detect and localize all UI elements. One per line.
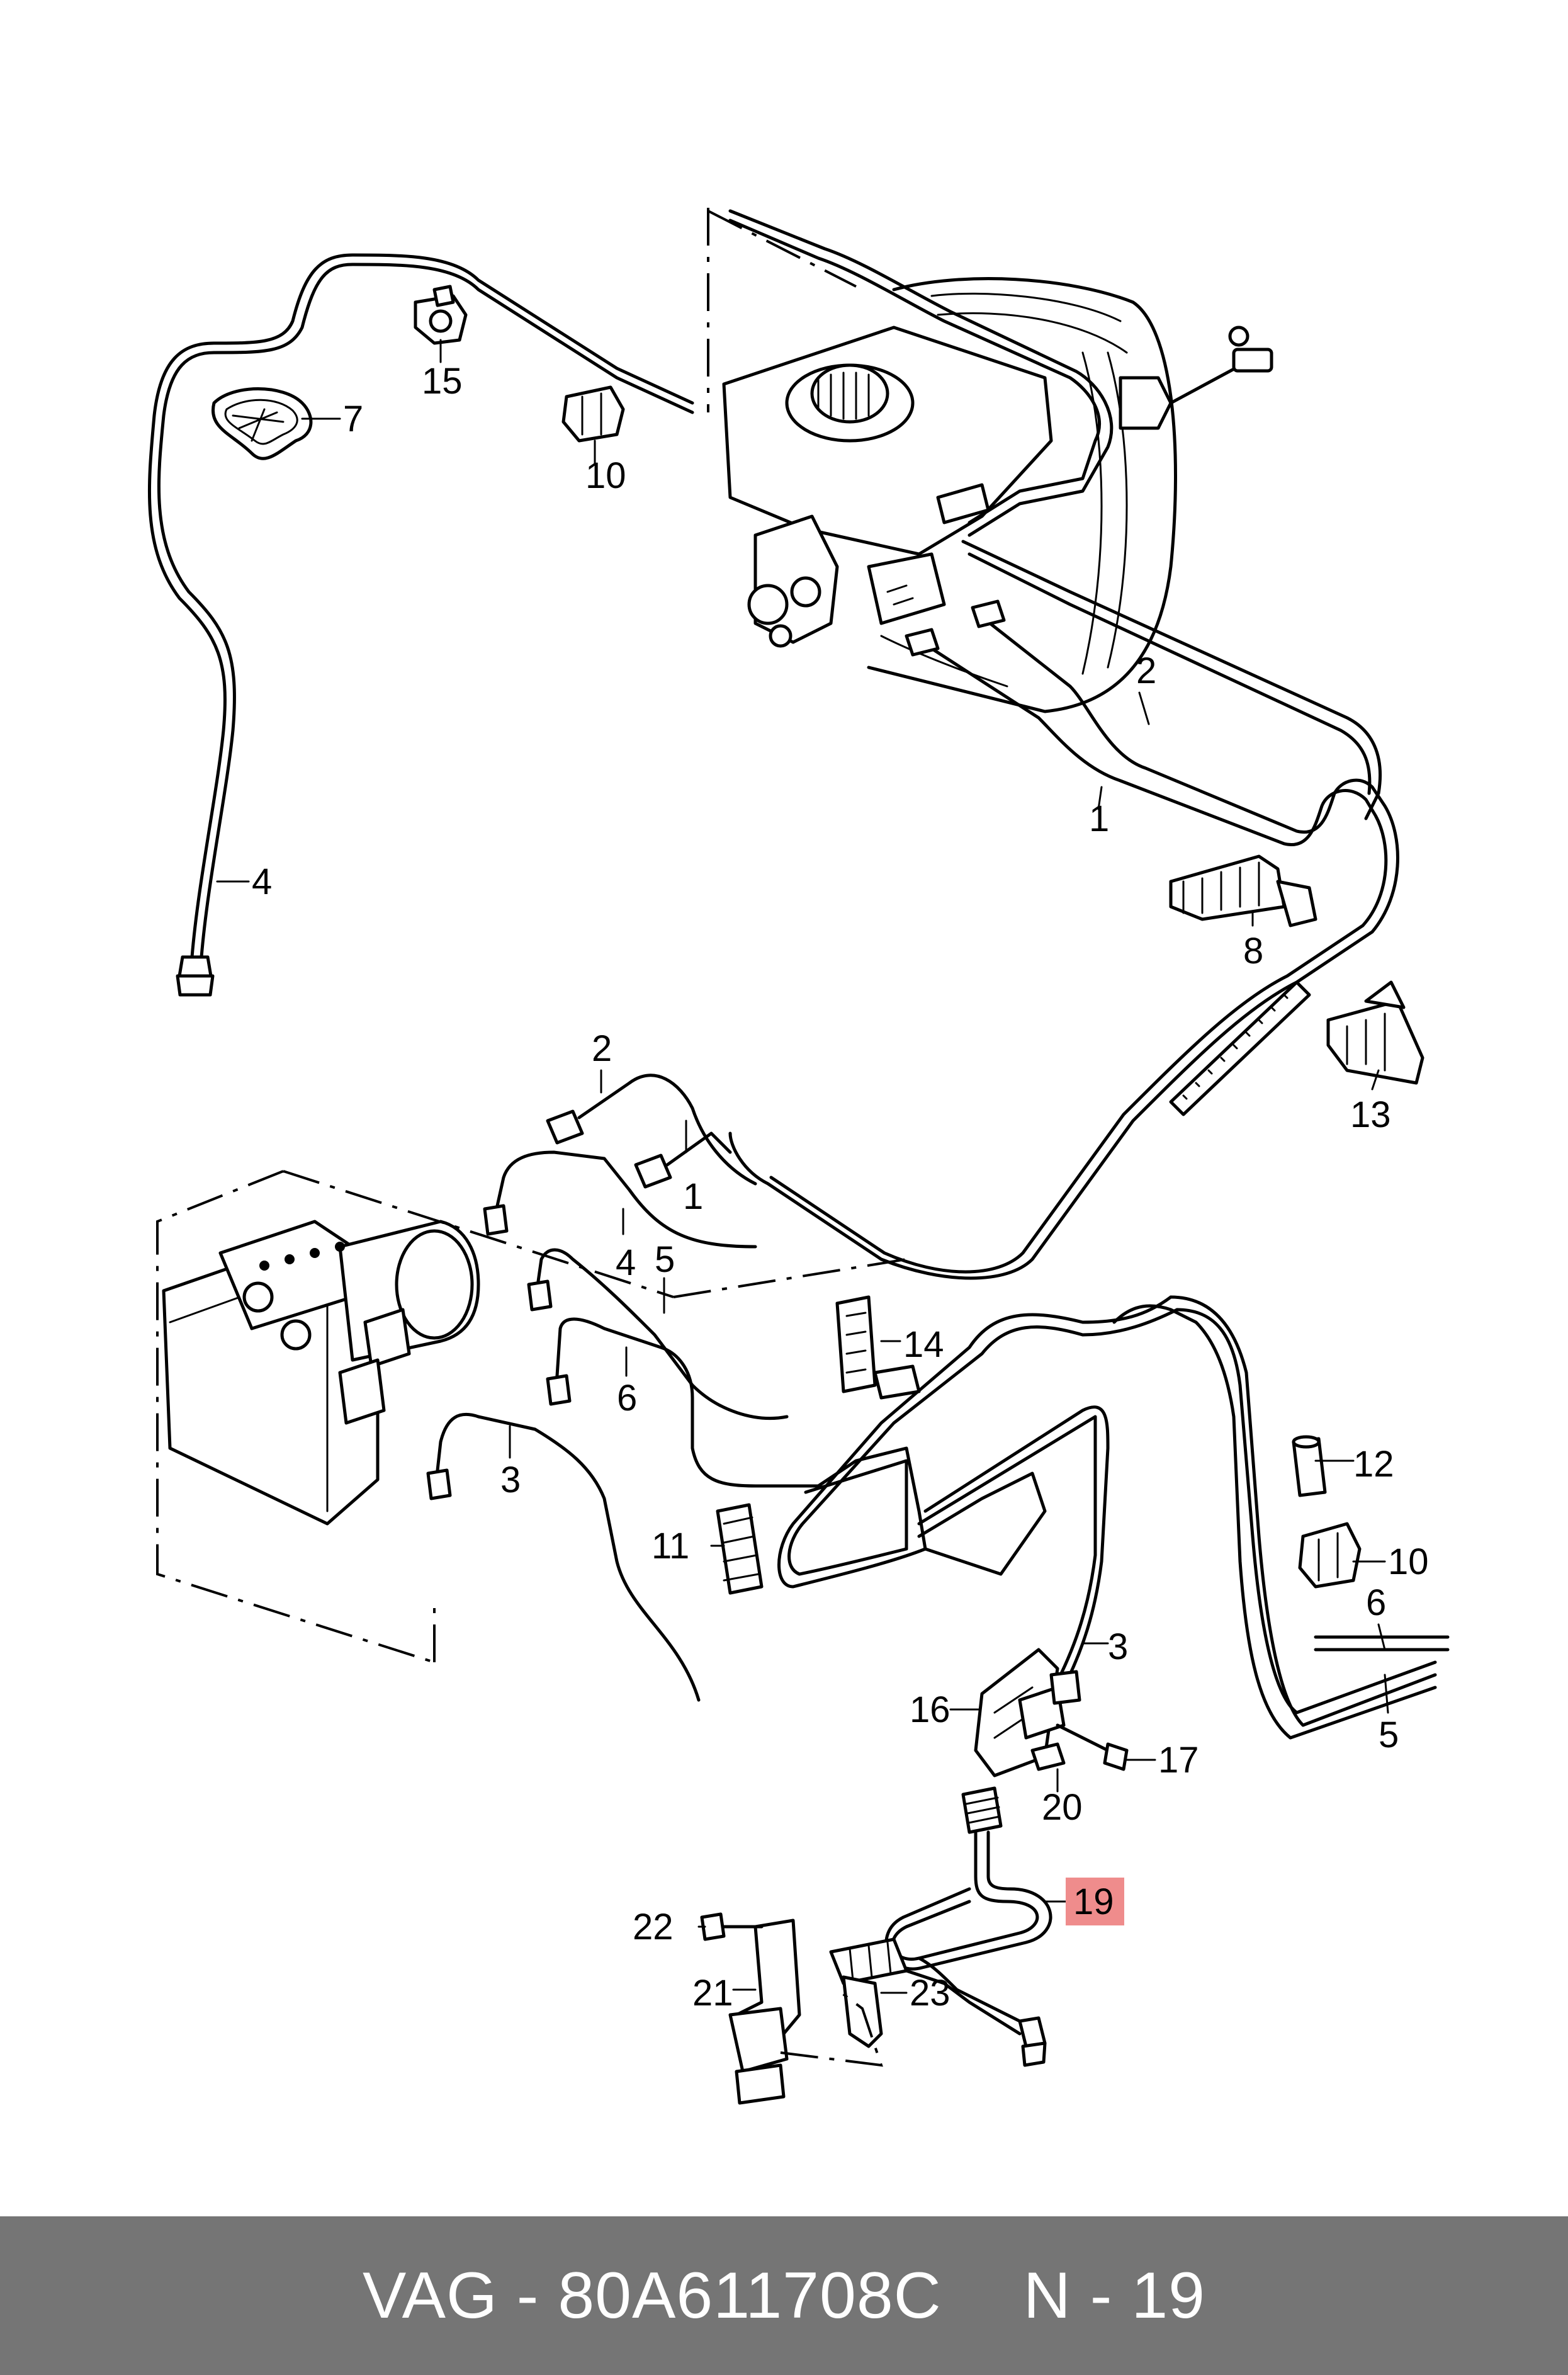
callout-1-abs: 1 xyxy=(683,1176,703,1217)
leader-lines xyxy=(216,339,1389,1994)
brake-lines-rear xyxy=(777,1295,1450,1740)
callout-1-top: 1 xyxy=(1089,798,1109,839)
brake-booster xyxy=(867,277,1273,713)
footer-part-number: VAG - 80A611708C xyxy=(362,2259,942,2332)
abs-unit xyxy=(162,1220,480,1526)
callout-4-abs: 4 xyxy=(616,1242,636,1283)
brake-line-1-2 xyxy=(728,209,1399,1280)
callout-10-top: 10 xyxy=(585,455,626,496)
footer-bar: VAG - 80A611708C N - 19 xyxy=(0,2216,1568,2375)
callout-2-abs: 2 xyxy=(592,1028,612,1069)
brake-line-4 xyxy=(147,253,694,997)
callout-5-rear: 5 xyxy=(1379,1715,1399,1755)
fittings-master-cylinder xyxy=(905,599,1006,657)
hose-19 xyxy=(829,1786,1052,2067)
callout-12: 12 xyxy=(1353,1444,1394,1485)
callout-13: 13 xyxy=(1350,1094,1391,1135)
reference-line-lower xyxy=(780,1988,883,2067)
callout-10-lower: 10 xyxy=(1388,1541,1429,1582)
footer-position: N - 19 xyxy=(1023,2259,1206,2332)
bracket-8 xyxy=(1169,854,1317,927)
clip-10-lower xyxy=(1298,1522,1362,1589)
brake-line-parts-diagram: 15 7 10 4 2 1 8 13 2 1 4 5 6 3 14 11 12 … xyxy=(147,208,1450,2105)
callout-6-abs: 6 xyxy=(617,1378,637,1419)
brake-lines-abs-front xyxy=(436,1074,795,1702)
bracket-14 xyxy=(835,1295,921,1400)
callout-6-rear: 6 xyxy=(1366,1582,1386,1623)
callout-5-abs: 5 xyxy=(655,1239,675,1280)
nut-20 xyxy=(1030,1742,1066,1771)
clip-15 xyxy=(414,285,468,345)
clip-10-top xyxy=(561,385,625,443)
bolt-22 xyxy=(700,1912,764,1941)
callout-17: 17 xyxy=(1158,1740,1199,1781)
callout-3-rear: 3 xyxy=(1108,1626,1128,1667)
abs-fittings xyxy=(426,1109,672,1500)
callout-7: 7 xyxy=(343,399,363,439)
fitting-3-end xyxy=(1049,1670,1081,1705)
callout-14: 14 xyxy=(903,1324,944,1365)
callout-20: 20 xyxy=(1042,1787,1083,1828)
callout-15: 15 xyxy=(422,361,463,402)
bracket-21 xyxy=(728,1919,801,2105)
callout-23: 23 xyxy=(910,1973,950,2014)
sleeve-12 xyxy=(1292,1435,1327,1497)
callout-4-left: 4 xyxy=(252,861,272,902)
callout-22: 22 xyxy=(633,1907,674,1947)
reference-line-top xyxy=(707,208,857,412)
callout-21: 21 xyxy=(692,1973,733,2014)
callout-8: 8 xyxy=(1243,931,1263,972)
callout-3-abs: 3 xyxy=(500,1460,521,1500)
callout-2-top: 2 xyxy=(1136,650,1156,691)
callout-11: 11 xyxy=(651,1526,689,1567)
callout-labels: 15 7 10 4 2 1 8 13 2 1 4 5 6 3 14 11 12 … xyxy=(252,361,1429,2014)
reference-line-abs xyxy=(156,1170,907,1664)
master-cylinder-reservoir xyxy=(722,326,1053,556)
callout-19: 19 xyxy=(1073,1881,1114,1922)
callout-16: 16 xyxy=(910,1689,950,1730)
protective-sleeve xyxy=(1169,980,1311,1116)
master-cylinder-body xyxy=(747,514,946,648)
highlight-19-box xyxy=(1066,1878,1124,1925)
bracket-11 xyxy=(716,1503,764,1595)
grommet-7 xyxy=(212,387,313,460)
bracket-13 xyxy=(1326,980,1424,1085)
bolt-17 xyxy=(1056,1723,1129,1771)
